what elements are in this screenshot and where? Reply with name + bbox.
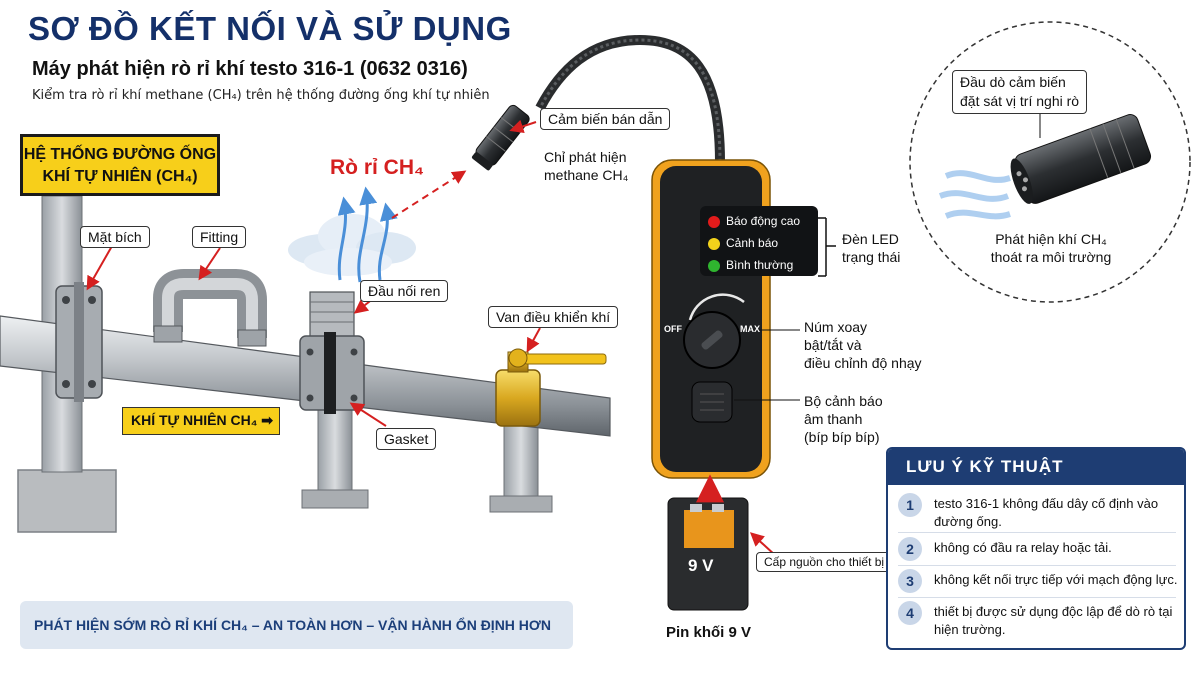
knob-label: Núm xoay bật/tắt và điều chỉnh độ nhạy	[804, 318, 922, 372]
led-red-icon	[708, 216, 720, 228]
buzzer-line-2: âm thanh	[804, 411, 863, 427]
note-text: không có đầu ra relay hoặc tải.	[934, 540, 1112, 555]
technical-notes-box: LƯU Ý KỸ THUẬT 1 testo 316-1 không đấu d…	[886, 447, 1186, 650]
led-label-normal: Bình thường	[726, 258, 794, 272]
fitting-callout: Fitting	[192, 226, 247, 248]
support-base-1	[301, 489, 369, 509]
leak-label: Rò rỉ CH₄	[330, 156, 425, 179]
note-text: testo 316-1 không đấu dây cố định vào đư…	[934, 496, 1159, 529]
flow-label: KHÍ TỰ NHIÊN CH₄ ➡	[122, 407, 280, 435]
buzzer-line-3: (bíp bíp bíp)	[804, 429, 880, 445]
page-subtitle: Máy phát hiện rò rỉ khí testo 316-1 (063…	[32, 58, 468, 80]
led-group-line-1: Đèn LED	[842, 231, 899, 247]
gasket	[324, 332, 336, 414]
note-divider	[898, 532, 1176, 533]
page-description: Kiểm tra rò rỉ khí methane (CH₄) trên hệ…	[32, 88, 490, 103]
led-label-warn: Cảnh báo	[726, 236, 779, 250]
note-text: thiết bị được sử dụng độc lập để dò rò t…	[934, 604, 1173, 637]
valve-handle	[523, 353, 607, 365]
knob-max-label: MAX	[740, 324, 760, 334]
buzzer-line-1: Bộ cảnh báo	[804, 393, 883, 409]
led-green-icon	[708, 260, 720, 272]
note-divider	[898, 565, 1176, 566]
threaded-joint-callout: Đầu nối ren	[360, 280, 449, 302]
led-label-high: Báo động cao	[726, 214, 801, 228]
gas-valve	[495, 369, 541, 427]
bottom-banner: PHÁT HIỆN SỚM RÒ RỈ KHÍ CH₄ – AN TOÀN HƠ…	[20, 601, 573, 649]
knob-off-label: OFF	[664, 324, 682, 334]
support-base-2	[489, 495, 553, 513]
buzzer-label: Bộ cảnh báo âm thanh (bíp bíp bíp)	[804, 392, 883, 446]
sensor-note: Chỉ phát hiện methane CH₄	[544, 148, 628, 184]
zoom-callout: Đầu dò cảm biến đặt sát vị trí nghi rò	[952, 70, 1088, 114]
zoom-callout-line-1: Đầu dò cảm biến	[960, 74, 1066, 90]
flange-callout: Mặt bích	[80, 226, 150, 248]
sign-line-2: KHÍ TỰ NHIÊN (CH₄)	[42, 168, 198, 185]
threaded-joint	[309, 291, 355, 339]
battery-callout: Cấp nguồn cho thiết bị	[756, 552, 893, 572]
knob-line-3: điều chỉnh độ nhạy	[804, 355, 922, 371]
led-group-label: Đèn LED trạng thái	[842, 230, 900, 266]
valve-callout: Van điều khiển khí	[488, 306, 619, 328]
battery-caption: Pin khối 9 V	[666, 624, 752, 641]
sensor-note-line-1: Chỉ phát hiện	[544, 149, 627, 165]
knob-line-1: Núm xoay	[804, 319, 868, 335]
sign-line-1: HỆ THỐNG ĐƯỜNG ỐNG	[23, 146, 217, 163]
notes-title: LƯU Ý KỸ THUẬT	[888, 449, 1184, 485]
led-group-line-2: trạng thái	[842, 249, 901, 265]
leak-cloud	[288, 214, 416, 276]
gasket-callout: Gasket	[376, 428, 437, 450]
sensor-callout: Cảm biến bán dẫn	[540, 108, 671, 130]
zoom-caption: Phát hiện khí CH₄ thoát ra môi trường	[976, 230, 1126, 266]
battery-voltage: 9 V	[688, 556, 714, 575]
zoom-callout-line-2: đặt sát vị trí nghi rò	[960, 93, 1080, 109]
zoom-caption-line-1: Phát hiện khí CH₄	[995, 231, 1107, 247]
zoom-probe-icon	[938, 114, 1152, 220]
concrete-base	[17, 469, 117, 533]
led-panel	[700, 206, 818, 276]
knob-line-2: bật/tắt và	[804, 337, 862, 353]
led-yellow-icon	[708, 238, 720, 250]
note-number-badge: 4	[898, 601, 922, 625]
note-divider	[898, 597, 1176, 598]
sensor-probe	[471, 104, 530, 171]
pipeline-sign: HỆ THỐNG ĐƯỜNG ỐNG KHÍ TỰ NHIÊN (CH₄)	[20, 134, 220, 196]
note-text: không kết nối trực tiếp với mạch động lự…	[934, 572, 1178, 587]
note-number-badge: 1	[898, 493, 922, 517]
zoom-caption-line-2: thoát ra môi trường	[990, 249, 1112, 265]
note-number-badge: 2	[898, 537, 922, 561]
page-title: SƠ ĐỒ KẾT NỐI VÀ SỬ DỤNG	[28, 10, 512, 47]
note-number-badge: 3	[898, 569, 922, 593]
sensor-note-line-2: methane CH₄	[544, 167, 629, 183]
